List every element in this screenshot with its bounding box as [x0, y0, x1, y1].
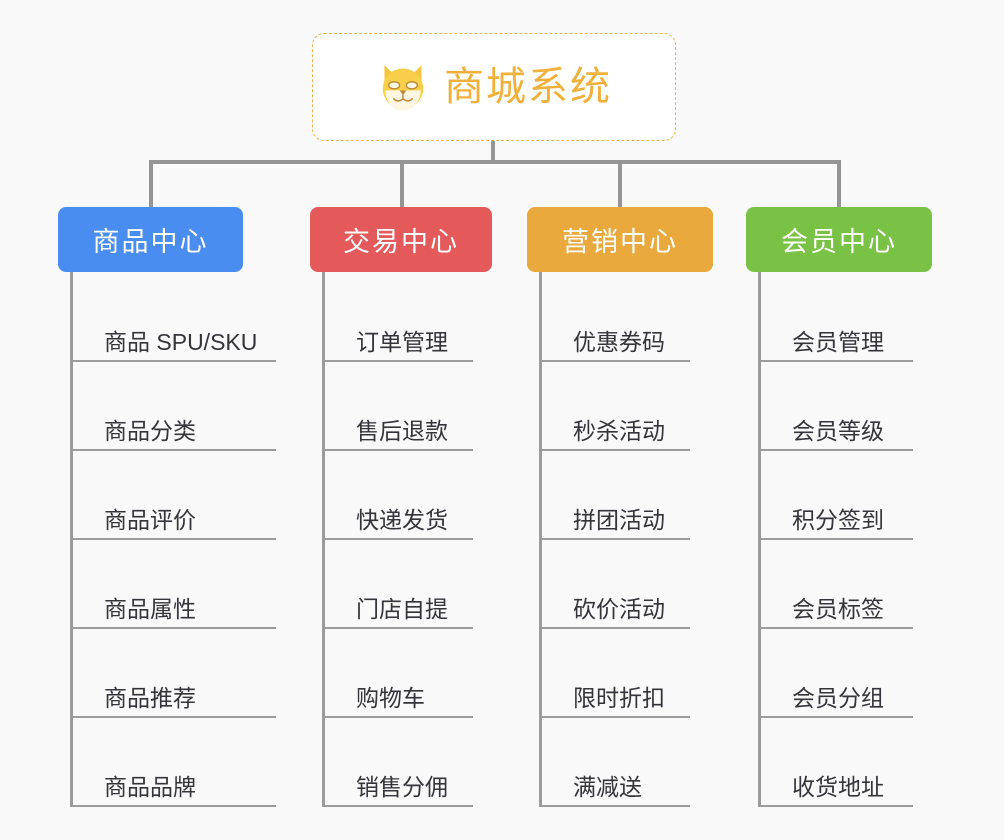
list-item-label: 限时折扣 — [573, 684, 665, 711]
connector-drop-0 — [149, 160, 153, 207]
list-item[interactable]: 快递发货 — [325, 451, 473, 540]
list-item[interactable]: 订单管理 — [325, 284, 473, 362]
list-item-label: 满减送 — [573, 773, 642, 800]
category-label: 商品中心 — [92, 227, 209, 257]
list-item[interactable]: 会员分组 — [761, 629, 913, 718]
list-item[interactable]: 商品评价 — [73, 451, 276, 540]
list-item-label: 商品品牌 — [104, 773, 196, 800]
leaf-list-member: 会员管理 会员等级 积分签到 会员标签 会员分组 收货地址 — [758, 272, 932, 807]
list-item[interactable]: 会员标签 — [761, 540, 913, 629]
list-item-label: 销售分佣 — [356, 773, 448, 800]
list-item-label: 拼团活动 — [573, 506, 665, 533]
list-item[interactable]: 积分签到 — [761, 451, 913, 540]
list-item-label: 收货地址 — [792, 773, 884, 800]
category-label: 会员中心 — [781, 227, 897, 257]
list-item-label: 订单管理 — [356, 328, 448, 355]
list-item-label: 会员标签 — [792, 595, 884, 622]
category-header-product[interactable]: 商品中心 — [58, 207, 243, 272]
list-item-label: 优惠券码 — [573, 328, 665, 355]
list-item-label: 商品 SPU/SKU — [104, 328, 258, 355]
leaf-list-product: 商品 SPU/SKU 商品分类 商品评价 商品属性 商品推荐 商品品牌 — [70, 272, 276, 807]
branch-column-trade: 交易中心 订单管理 售后退款 快递发货 门店自提 购物车 销售分佣 — [310, 207, 492, 807]
branch-column-member: 会员中心 会员管理 会员等级 积分签到 会员标签 会员分组 收货地址 — [746, 207, 932, 807]
list-item-label: 砍价活动 — [573, 595, 665, 622]
connector-root-stem — [491, 141, 495, 163]
list-item-label: 商品分类 — [104, 417, 196, 444]
list-item[interactable]: 满减送 — [542, 718, 690, 807]
category-header-member[interactable]: 会员中心 — [746, 207, 932, 272]
category-label: 交易中心 — [343, 227, 459, 257]
list-item[interactable]: 门店自提 — [325, 540, 473, 629]
list-item[interactable]: 收货地址 — [761, 718, 913, 807]
list-item-label: 售后退款 — [356, 417, 448, 444]
list-item[interactable]: 商品分类 — [73, 362, 276, 451]
leaf-list-marketing: 优惠券码 秒杀活动 拼团活动 砍价活动 限时折扣 满减送 — [539, 272, 713, 807]
list-item[interactable]: 限时折扣 — [542, 629, 690, 718]
branch-column-marketing: 营销中心 优惠券码 秒杀活动 拼团活动 砍价活动 限时折扣 满减送 — [527, 207, 713, 807]
list-item[interactable]: 优惠券码 — [542, 284, 690, 362]
list-item-label: 商品属性 — [104, 595, 196, 622]
list-item[interactable]: 商品推荐 — [73, 629, 276, 718]
list-item[interactable]: 拼团活动 — [542, 451, 690, 540]
list-item-label: 购物车 — [356, 684, 425, 711]
list-item[interactable]: 销售分佣 — [325, 718, 473, 807]
category-header-marketing[interactable]: 营销中心 — [527, 207, 713, 272]
list-item[interactable]: 会员管理 — [761, 284, 913, 362]
list-item[interactable]: 售后退款 — [325, 362, 473, 451]
list-item[interactable]: 商品 SPU/SKU — [73, 284, 276, 362]
list-item-label: 快递发货 — [356, 506, 448, 533]
list-item-label: 商品评价 — [104, 506, 196, 533]
list-item[interactable]: 购物车 — [325, 629, 473, 718]
list-item[interactable]: 会员等级 — [761, 362, 913, 451]
list-item-label: 会员等级 — [792, 417, 884, 444]
list-item-label: 商品推荐 — [104, 684, 196, 711]
list-item-label: 秒杀活动 — [573, 417, 665, 444]
connector-drop-3 — [837, 160, 841, 207]
root-title: 商城系统 — [444, 65, 612, 109]
category-label: 营销中心 — [562, 227, 678, 257]
connector-drop-2 — [618, 160, 622, 207]
list-item-label: 门店自提 — [356, 595, 448, 622]
list-item[interactable]: 秒杀活动 — [542, 362, 690, 451]
list-item[interactable]: 商品品牌 — [73, 718, 276, 807]
category-header-trade[interactable]: 交易中心 — [310, 207, 492, 272]
list-item[interactable]: 砍价活动 — [542, 540, 690, 629]
branch-column-product: 商品中心 商品 SPU/SKU 商品分类 商品评价 商品属性 商品推荐 商品品牌 — [58, 207, 276, 807]
list-item[interactable]: 商品属性 — [73, 540, 276, 629]
list-item-label: 会员分组 — [792, 684, 884, 711]
connector-horizontal-bar — [149, 160, 841, 164]
leaf-list-trade: 订单管理 售后退款 快递发货 门店自提 购物车 销售分佣 — [322, 272, 492, 807]
shiba-dog-emoji-icon — [376, 60, 430, 114]
list-item-label: 积分签到 — [792, 506, 884, 533]
connector-drop-1 — [400, 160, 404, 207]
list-item-label: 会员管理 — [792, 328, 884, 355]
root-node[interactable]: 商城系统 — [312, 33, 676, 141]
